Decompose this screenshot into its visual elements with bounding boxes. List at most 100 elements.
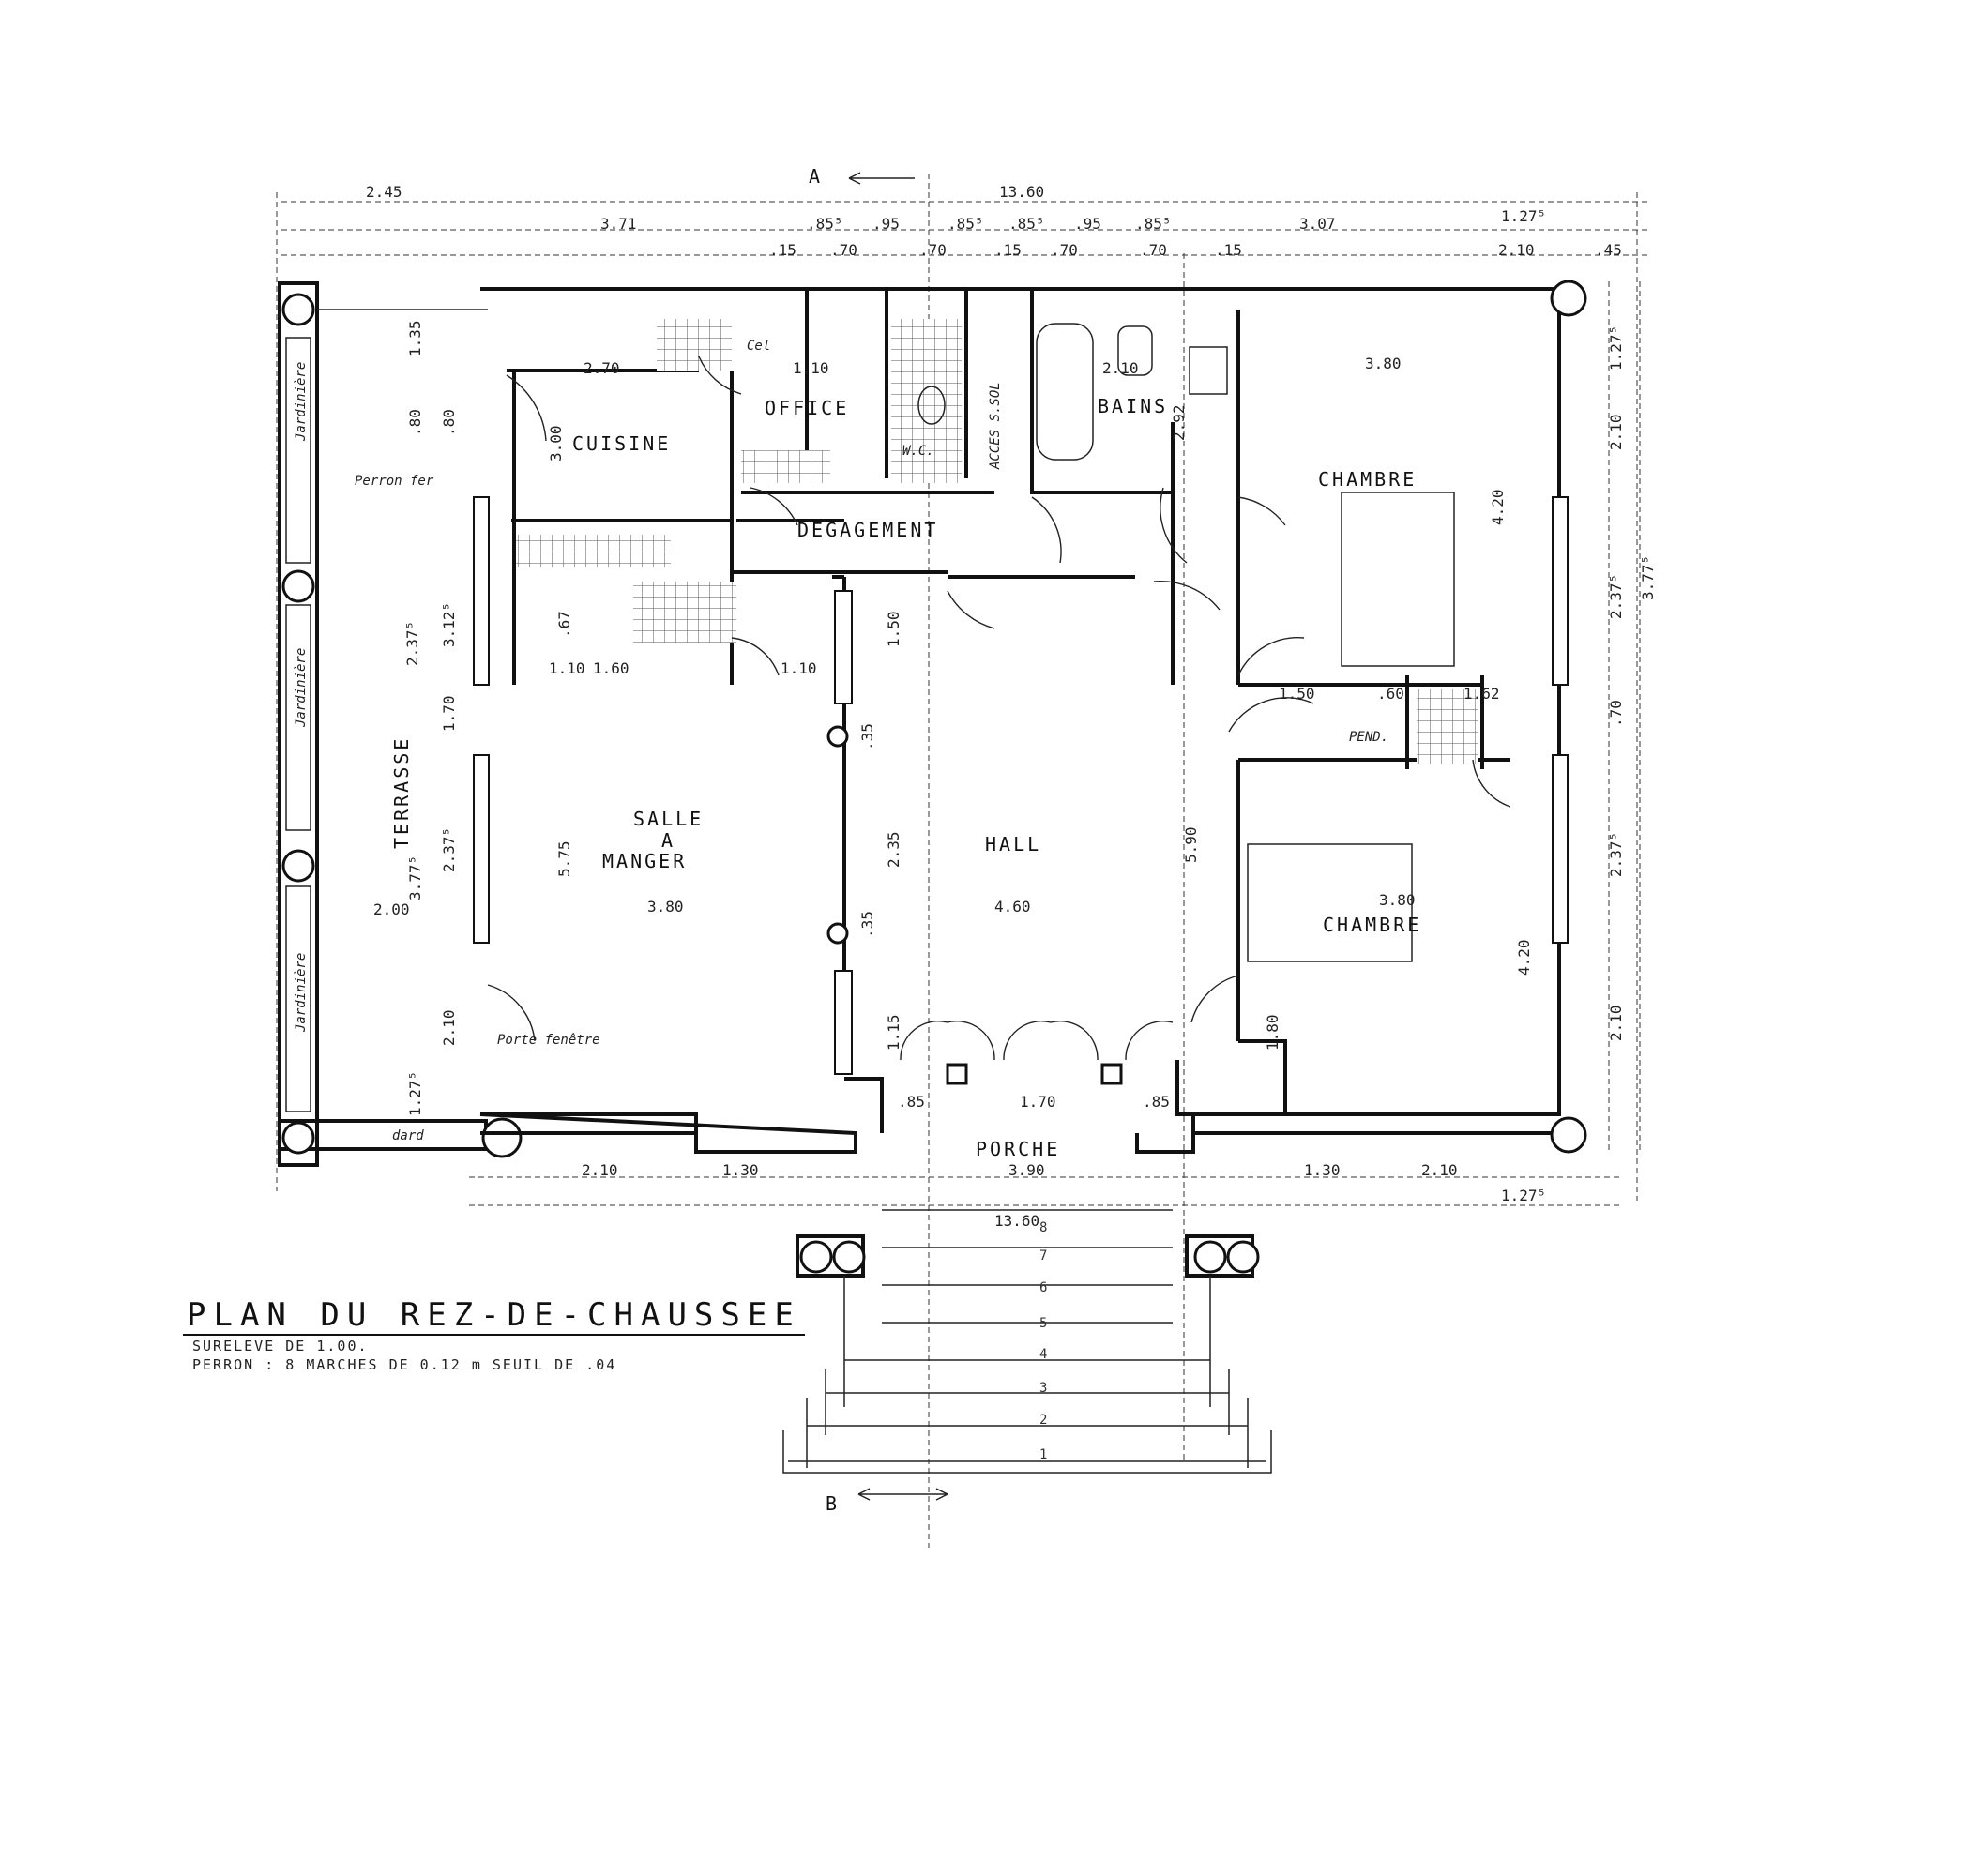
column-terrace-2 (281, 569, 315, 603)
top-dim-2-5: .70 (1051, 241, 1078, 259)
top-dim-5: .85⁵ (1008, 215, 1045, 233)
top-dim-7: .85⁵ (1135, 215, 1172, 233)
top-dim-2-2: .70 (830, 241, 857, 259)
top-dim-2-7: .15 (1215, 241, 1242, 259)
top-dim-2-4: .15 (994, 241, 1022, 259)
porch-pillar-1 (946, 1063, 968, 1085)
acces-sous-sol-label: ACCES S.SOL (988, 382, 1003, 470)
porch-dim-2: 1.70 (1020, 1093, 1056, 1111)
deg-dim-2: 1.10 (549, 659, 585, 677)
jardiniere-note-3: Jardinière (294, 953, 309, 1033)
step-5: 5 (1039, 1316, 1047, 1331)
left-dim-5: 2.37⁵ (403, 621, 421, 666)
step-8: 8 (1039, 1220, 1047, 1235)
hall-width: 4.60 (994, 898, 1031, 915)
deg-dim-1: 1.60 (593, 659, 629, 677)
column-sw-house (481, 1117, 523, 1158)
room-labels: CUISINE 3.00 2.70 OFFICE 1.10 Cel W.C. A… (547, 339, 1533, 1051)
terrace: Jardinière Jardinière Jardinière Perron … (278, 281, 600, 1167)
jardiniere-note-2: Jardinière (294, 648, 309, 728)
deg-dim-4: 1.50 (885, 611, 902, 647)
left-dim-10: 1.27⁵ (406, 1071, 424, 1116)
chambre-north-height: 4.20 (1489, 489, 1507, 525)
office-label: OFFICE (765, 397, 849, 419)
perron-fer-note: Perron fer (355, 474, 434, 489)
deg-dim-10: 1.80 (1264, 1014, 1281, 1051)
subtitle-line-2: PERRON : 8 MARCHES DE 0.12 m SEUIL DE .0… (192, 1356, 617, 1373)
title-block: PLAN DU REZ-DE-CHAUSSEE SURELEVE DE 1.00… (183, 1296, 805, 1373)
degagement-label: DEGAGEMENT (797, 519, 938, 541)
dard-note: dard (392, 1128, 424, 1143)
chambre-south-width: 3.80 (1379, 891, 1416, 909)
bed-south (1247, 843, 1413, 962)
right-dim-3: 3.77⁵ (1639, 555, 1657, 600)
salle-label-3: MANGER (602, 850, 687, 872)
step-2: 2 (1039, 1413, 1047, 1428)
left-dim-2: .80 (406, 409, 424, 436)
left-dim-8: 3.77⁵ (406, 855, 424, 900)
column-ne (1550, 280, 1587, 317)
top-dim-1: 3.71 (600, 215, 637, 233)
salle-label-2: A (661, 829, 675, 852)
hall-label: HALL (985, 833, 1041, 855)
column-terrace-3 (281, 849, 315, 883)
bains-height: 2.92 (1170, 404, 1188, 441)
right-dimension-lines: 1.27⁵ 2.10 3.77⁵ 2.37⁵ .70 2.37⁵ 2.10 (1607, 281, 1657, 1154)
top-dim-6: .95 (1074, 215, 1101, 233)
deg-dim-12: .35 (858, 911, 876, 938)
bed-north (1341, 492, 1455, 667)
terrasse-label: TERRASSE (390, 736, 413, 849)
porte-fenetre-note: Porte fenêtre (497, 1033, 600, 1048)
section-marker-b: B (826, 1488, 948, 1515)
hall-pillar-2 (826, 922, 849, 945)
top-dim-2-8: 2.10 (1498, 241, 1535, 259)
section-a-label: A (809, 165, 823, 188)
doors (487, 356, 1511, 1061)
left-dim-6: 1.70 (440, 695, 458, 732)
overall-width-bottom: 13.60 (994, 1212, 1039, 1230)
deg-dim-3: 1.10 (781, 659, 817, 677)
perron-column-3 (1193, 1240, 1227, 1274)
right-dim-6: 2.37⁵ (1607, 832, 1625, 877)
porch-pillar-2 (1100, 1063, 1123, 1085)
wc-label: W.C. (902, 444, 934, 459)
chambre-north-width: 3.80 (1365, 355, 1402, 372)
left-dim-3: .80 (440, 409, 458, 436)
bottom-dimension-lines: 13.60 2.10 1.30 3.90 1.30 2.10 1.27⁵ (469, 1161, 1623, 1230)
cuisine-width: 2.70 (584, 359, 620, 377)
porch: PORCHE .85 1.70 .85 (826, 725, 1170, 1160)
bottom-dim-4: 1.30 (1304, 1161, 1341, 1179)
column-se (1550, 1116, 1587, 1154)
terrace-width-dim: 2.45 (366, 183, 402, 201)
column-nw-terrace (281, 293, 315, 326)
plan-title: PLAN DU REZ-DE-CHAUSSEE (183, 1296, 805, 1336)
top-dim-4: .85⁵ (948, 215, 984, 233)
left-dim-4: 3.12⁵ (440, 602, 458, 647)
cellier-label: Cel (747, 339, 770, 354)
step-6: 6 (1039, 1280, 1047, 1295)
top-dim-2: .85⁵ (807, 215, 843, 233)
deg-dim-9: 1.15 (885, 1014, 902, 1051)
top-dim-2-1: .15 (769, 241, 796, 259)
overall-width-top: 13.60 (999, 183, 1044, 201)
bains-width: 2.10 (1102, 359, 1139, 377)
porch-dim-3: .85 (1143, 1093, 1170, 1111)
section-b-label: B (826, 1492, 840, 1515)
top-dim-9: 1.27⁵ (1501, 207, 1546, 225)
perron-column-2 (832, 1240, 866, 1274)
fixtures (917, 323, 1478, 962)
right-dim-5: .70 (1607, 700, 1625, 727)
porche-label: PORCHE (976, 1138, 1060, 1160)
hall-height-2: 2.35 (885, 831, 902, 868)
perron-steps: 1 2 3 4 5 6 7 8 (782, 1209, 1272, 1474)
deg-dim-5: 1.50 (1279, 685, 1315, 703)
right-dim-4: 2.37⁵ (1607, 574, 1625, 619)
step-3: 3 (1039, 1381, 1047, 1396)
step-1: 1 (1039, 1447, 1047, 1462)
chambre-north-label: CHAMBRE (1318, 468, 1417, 491)
house-walls (473, 280, 1587, 1154)
deg-dim-8: .67 (555, 611, 573, 638)
perron-column-1 (799, 1240, 833, 1274)
step-7: 7 (1039, 1248, 1047, 1263)
